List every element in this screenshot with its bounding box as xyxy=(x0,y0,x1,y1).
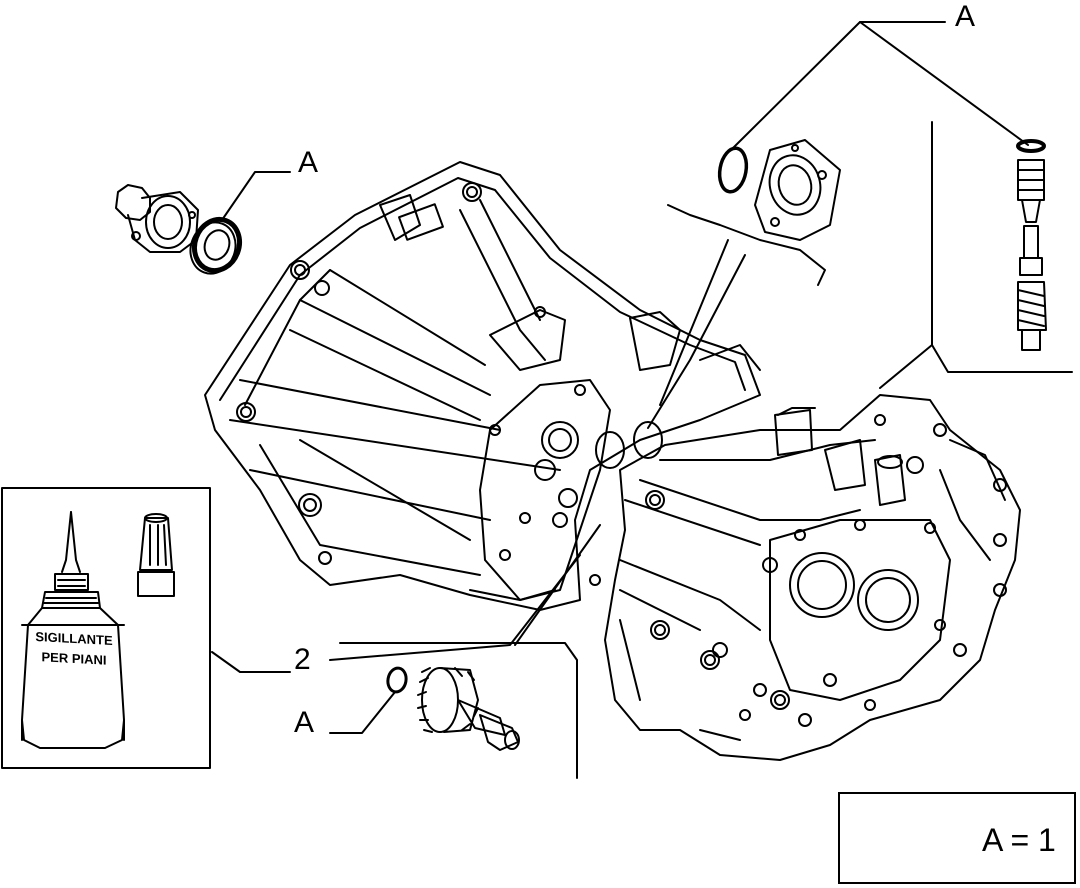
sealant-inset xyxy=(1,487,211,769)
top-bearing-flange xyxy=(754,139,841,241)
leader-centre xyxy=(659,239,729,406)
clutch-bell-housing xyxy=(204,161,761,611)
legend-box: A = 1 xyxy=(838,792,1076,884)
leader-bottom-vertical xyxy=(339,642,578,779)
callout-a-bottom: A xyxy=(294,706,315,739)
reverse-idler-gear xyxy=(417,667,520,751)
leader-a-top-right xyxy=(859,21,1029,146)
top-o-ring xyxy=(717,146,749,194)
callout-part-2: 2 xyxy=(294,643,311,676)
leader-top-to-housing xyxy=(647,254,746,429)
idler-o-ring xyxy=(386,666,408,694)
callout-a-top: A xyxy=(955,0,976,33)
callout-a-left: A xyxy=(298,146,319,179)
leader-a-top xyxy=(732,21,946,149)
input-shaft-seal xyxy=(189,216,243,275)
leader-a-bottom xyxy=(329,691,396,734)
input-bearing-cover xyxy=(115,184,199,253)
speedometer-drive-inset xyxy=(667,121,1073,389)
legend-text: A = 1 xyxy=(982,822,1056,858)
leader-bottom-mid xyxy=(514,524,601,646)
leader-sealant-to-housing xyxy=(211,651,291,673)
gearbox-housing xyxy=(604,394,1021,761)
leader-a-left xyxy=(221,171,291,221)
